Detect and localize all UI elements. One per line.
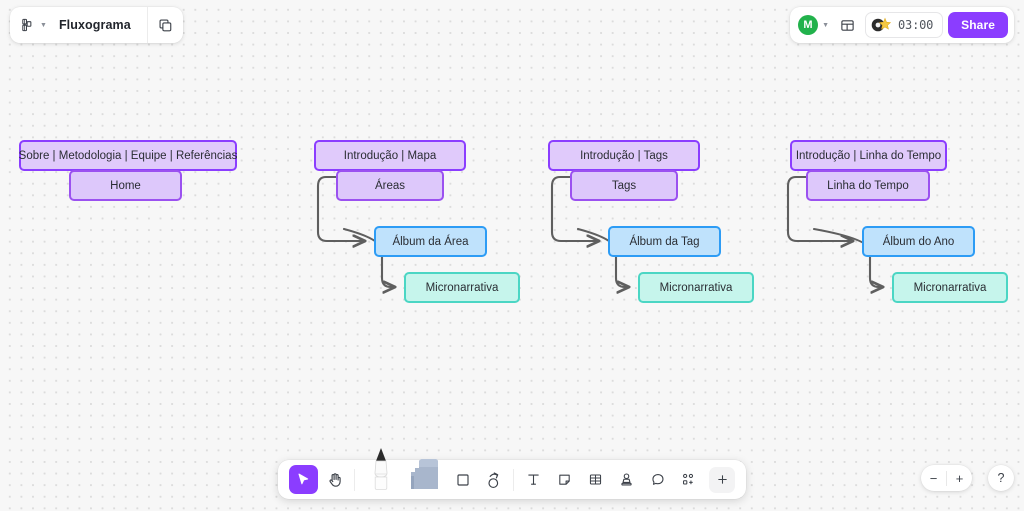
diagram-node[interactable]: Áreas <box>336 170 444 201</box>
top-right-cluster: M ▼ 03:00 Share <box>790 7 1014 43</box>
pen-tool[interactable] <box>360 448 402 494</box>
diagram-node[interactable]: Home <box>69 170 182 201</box>
avatar: M <box>798 15 819 35</box>
apps-tool[interactable] <box>674 465 703 494</box>
timer-value: 03:00 <box>898 18 934 32</box>
divider <box>146 7 148 43</box>
diagram-node[interactable]: Introdução | Linha do Tempo <box>790 140 947 171</box>
diagram-node[interactable]: Micronarrativa <box>892 272 1008 303</box>
board-chip: ▼ Fluxograma <box>10 7 183 43</box>
toolbar-group-content <box>514 460 740 499</box>
diagram-node-label: Álbum da Área <box>392 235 469 248</box>
sticky-tool[interactable] <box>550 465 579 494</box>
text-tool[interactable] <box>519 465 548 494</box>
hand-tool[interactable] <box>320 465 349 494</box>
help-button[interactable]: ? <box>988 465 1014 491</box>
eraser-3d-icon <box>407 454 443 495</box>
page-title: Fluxograma <box>58 18 131 32</box>
diagram-node-label: Micronarrativa <box>425 281 499 294</box>
diagram-node-label: Home <box>110 179 141 192</box>
diagram-node[interactable]: Introdução | Mapa <box>314 140 466 171</box>
diagram-node[interactable]: Álbum da Área <box>374 226 487 257</box>
diagram-node[interactable]: Micronarrativa <box>638 272 754 303</box>
duplicate-board-button[interactable] <box>148 7 183 43</box>
timer-button[interactable]: 03:00 <box>865 12 944 38</box>
share-button[interactable]: Share <box>948 12 1008 38</box>
comment-tool[interactable] <box>643 465 672 494</box>
divider <box>946 470 947 486</box>
diagram-node-label: Introdução | Linha do Tempo <box>795 149 942 162</box>
pen-3d-icon <box>366 446 396 495</box>
toolbar-group-pointer <box>284 460 354 499</box>
diagram-node[interactable]: Álbum da Tag <box>608 226 721 257</box>
copy-frames-icon <box>158 18 173 33</box>
diagram-node-label: Tags <box>611 179 637 192</box>
zoom-out-button[interactable]: − <box>929 470 938 486</box>
shapes-tool[interactable] <box>448 465 477 494</box>
chevron-down-icon: ▼ <box>822 21 830 29</box>
diagram-node[interactable]: Tags <box>570 170 678 201</box>
diagram-node[interactable]: Introdução | Tags <box>548 140 700 171</box>
select-tool[interactable] <box>289 465 318 494</box>
diagram-node[interactable]: Micronarrativa <box>404 272 520 303</box>
diagram-node-label: Álbum da Tag <box>629 235 700 248</box>
eraser-tool[interactable] <box>404 459 446 494</box>
avatar-menu[interactable]: M ▼ <box>796 15 829 35</box>
divider <box>513 468 514 491</box>
more-tool[interactable] <box>709 466 735 493</box>
diagram-node[interactable]: Álbum do Ano <box>862 226 975 257</box>
diagram-node[interactable]: Sobre | Metodologia | Equipe | Referênci… <box>19 140 237 171</box>
tool-toolbar <box>278 448 746 499</box>
connector-tool[interactable] <box>479 465 508 494</box>
diagram-node-label: Linha do Tempo <box>827 179 909 192</box>
stamp-tool[interactable] <box>612 465 641 494</box>
timer-star-icon <box>871 17 893 33</box>
zoom-controls: − + <box>921 465 972 491</box>
table-tool[interactable] <box>581 465 610 494</box>
diagram-node-label: Sobre | Metodologia | Equipe | Referênci… <box>18 149 238 162</box>
zoom-in-button[interactable]: + <box>955 470 964 486</box>
diagram-node[interactable]: Linha do Tempo <box>806 170 930 201</box>
diagram-node-label: Micronarrativa <box>659 281 733 294</box>
chevron-down-icon: ▼ <box>40 21 47 29</box>
divider <box>354 468 355 491</box>
diagram-node-label: Introdução | Mapa <box>343 149 437 162</box>
layout-panel-icon[interactable] <box>834 12 860 38</box>
board-grid-icon <box>20 18 34 32</box>
board-menu[interactable]: ▼ Fluxograma <box>10 7 147 43</box>
diagram-node-label: Micronarrativa <box>913 281 987 294</box>
diagram-node-label: Áreas <box>374 179 406 192</box>
diagram-node-label: Álbum do Ano <box>882 235 955 248</box>
diagram-node-label: Introdução | Tags <box>580 149 668 162</box>
toolbar-group-draw <box>355 448 513 499</box>
